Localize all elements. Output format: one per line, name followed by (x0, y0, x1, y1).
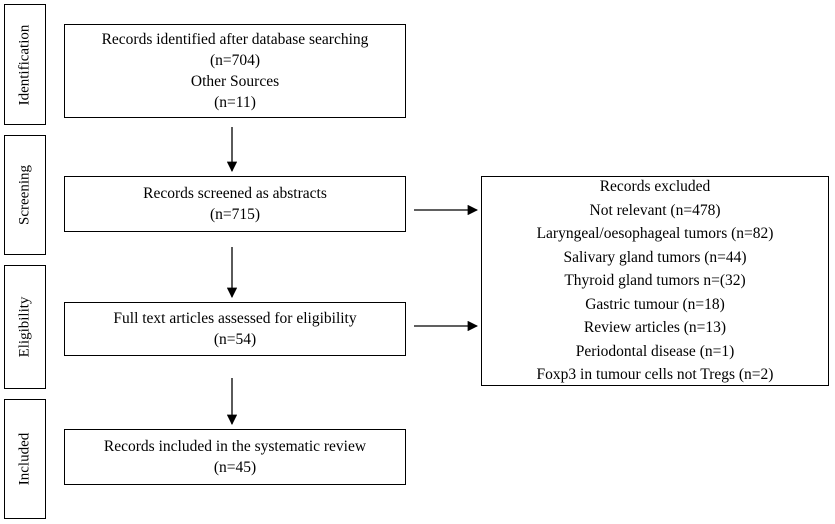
box-line: (n=54) (213, 331, 257, 348)
box-line: Records included in the systematic revie… (103, 438, 367, 455)
box-records-included: Records included in the systematic revie… (64, 429, 406, 485)
excluded-item: Not relevant (n=478) (589, 201, 721, 219)
box-records-excluded: Records excluded Not relevant (n=478) La… (481, 176, 829, 386)
box-line: Records screened as abstracts (143, 185, 327, 202)
excluded-item: Salivary gland tumors (n=44) (563, 248, 747, 266)
box-line: Full text articles assessed for eligibil… (113, 310, 357, 327)
excluded-heading: Records excluded (599, 178, 711, 196)
box-line: (n=11) (214, 94, 256, 111)
stage-label: Screening (16, 165, 33, 225)
stage-label: Included (16, 432, 33, 486)
stage-screening: Screening (4, 135, 46, 255)
excluded-item: Thyroid gland tumors n=(32) (564, 272, 746, 290)
box-line: Records identified after database search… (101, 31, 369, 48)
stage-label: Eligibility (16, 296, 33, 358)
stage-eligibility: Eligibility (4, 265, 46, 389)
excluded-item: Review articles (n=13) (583, 319, 727, 337)
box-full-text-assessed: Full text articles assessed for eligibil… (64, 302, 406, 356)
box-line: Other Sources (190, 73, 280, 90)
excluded-item: Foxp3 in tumour cells not Tregs (n=2) (536, 366, 774, 384)
excluded-item: Gastric tumour (n=18) (585, 295, 725, 313)
stage-label: Identification (16, 24, 33, 105)
excluded-item: Laryngeal/oesophageal tumors (n=82) (536, 225, 774, 243)
box-line: (n=704) (209, 52, 261, 69)
box-records-screened: Records screened as abstracts (n=715) (64, 176, 406, 232)
stage-included: Included (4, 399, 46, 519)
box-line: (n=715) (209, 206, 261, 223)
stage-identification: Identification (4, 4, 46, 125)
box-records-identified: Records identified after database search… (64, 24, 406, 118)
excluded-item: Periodontal disease (n=1) (575, 342, 735, 360)
box-line: (n=45) (213, 459, 257, 476)
